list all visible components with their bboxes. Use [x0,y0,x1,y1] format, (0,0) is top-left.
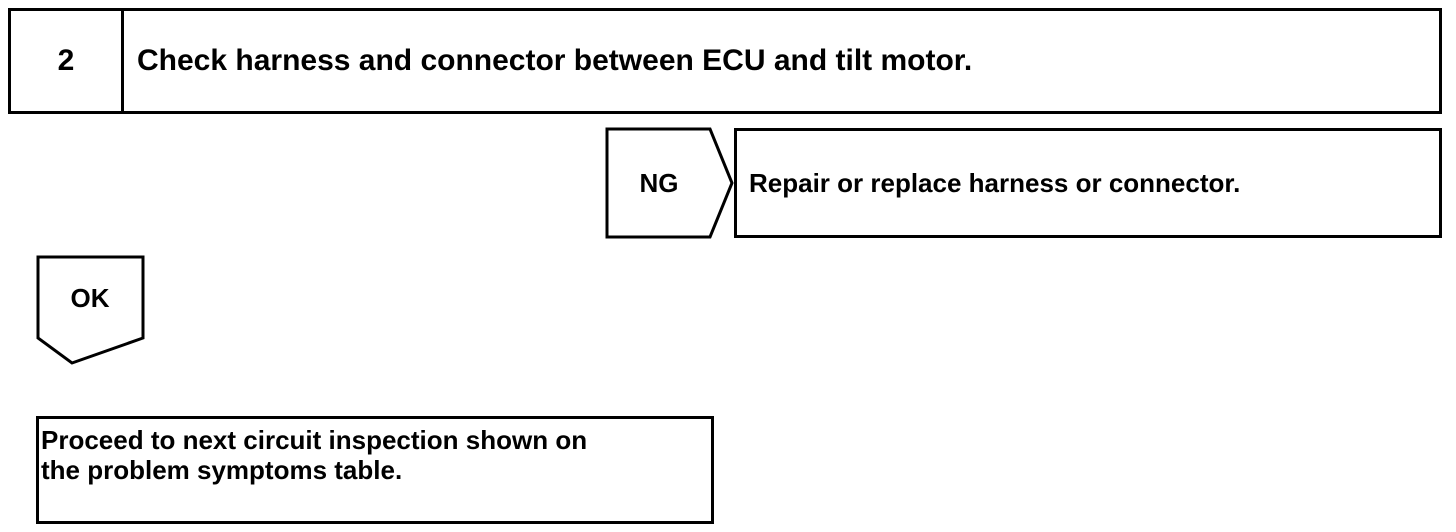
step-box: 2 Check harness and connector between EC… [8,8,1442,114]
ok-arrow-shape [36,255,145,365]
ng-label: NG [639,167,679,198]
step-text: Check harness and connector between ECU … [137,44,973,77]
ok-label: OK [70,282,110,313]
ng-action-box: Repair or replace harness or connector. [734,128,1442,238]
ng-action-text: Repair or replace harness or connector. [749,167,1241,198]
ng-arrow-shape [605,127,734,239]
ok-action-box: Proceed to next circuit inspection shown… [36,416,714,524]
step-number: 2 [11,11,124,111]
ok-action-text: Proceed to next circuit inspection shown… [41,425,588,485]
